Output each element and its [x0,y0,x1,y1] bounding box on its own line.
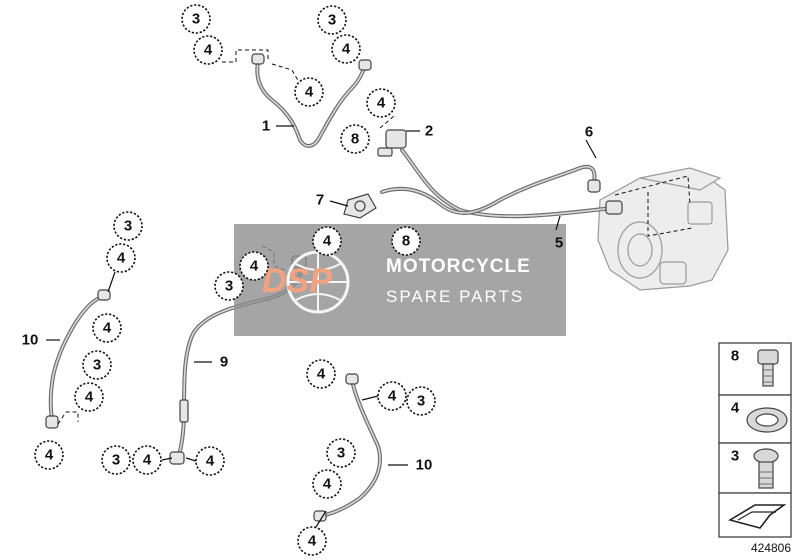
svg-text:4: 4 [143,452,152,469]
dash-guide-1b [271,63,301,85]
svg-text:4: 4 [323,476,332,493]
svg-text:4: 4 [45,447,54,464]
part-label-1: 1 [262,118,270,135]
callout-4: 4 [366,88,396,118]
svg-text:3: 3 [93,357,101,374]
dash-guide-10a [57,411,79,425]
holder-7[interactable] [343,193,377,219]
svg-text:4: 4 [204,42,213,59]
svg-text:3: 3 [124,218,132,235]
svg-text:4: 4 [85,389,94,406]
part-label-5: 5 [555,235,563,252]
callout-3: 3 [406,386,436,416]
svg-text:3: 3 [417,393,425,410]
callout-4: 4 [239,251,269,281]
svg-text:4: 4 [388,388,397,405]
callout-4: 4 [195,446,225,476]
callout-4: 4 [34,440,64,470]
callout-3: 3 [82,350,112,380]
callout-4: 4 [331,34,361,64]
callout-leaders [107,271,379,528]
callout-4: 4 [312,226,342,256]
callout-4: 4 [377,381,407,411]
svg-text:3: 3 [192,11,200,28]
svg-text:3: 3 [112,452,120,469]
part-label-10-bottom: 10 [416,457,433,474]
svg-text:4: 4 [250,258,259,275]
legend-item-8 [718,342,792,396]
legend-panel: 8 4 3 [718,342,792,538]
watermark-line-1: MOTORCYCLE [386,256,531,277]
diagram-number: 424806 [751,541,791,555]
svg-text:3: 3 [225,278,233,295]
svg-text:4: 4 [317,366,326,383]
svg-text:4: 4 [377,95,386,112]
dash-guide-1 [222,49,269,63]
callout-4: 4 [297,526,327,556]
svg-text:4: 4 [206,453,215,470]
svg-text:8: 8 [351,131,359,148]
svg-text:4: 4 [308,533,317,550]
part-label-9: 9 [220,354,228,371]
part-label-7: 7 [316,192,324,209]
svg-text:4: 4 [323,233,332,250]
callout-3: 3 [101,445,131,475]
legend-number-8: 8 [731,348,739,365]
hex-socket-bolt-icon [757,349,779,387]
svg-text:4: 4 [103,320,112,337]
callout-4: 4 [306,359,336,389]
part-label-6: 6 [585,124,593,141]
part-label-10-left: 10 [22,332,39,349]
brake-hose-10-left[interactable] [45,289,111,429]
abs-pressure-modulator [597,167,729,291]
callout-3: 3 [113,211,143,241]
svg-text:3: 3 [328,12,336,29]
banjo-bolt-icon [753,448,779,489]
callout-4: 4 [132,445,162,475]
sealing-ring-icon [746,407,788,433]
watermark-line-2: SPARE PARTS [386,287,524,306]
brake-line-6[interactable] [380,164,601,215]
callout-3: 3 [317,5,347,35]
callout-4: 4 [106,243,136,273]
legend-number-3: 3 [731,448,739,465]
svg-text:4: 4 [117,250,126,267]
callout-4: 4 [312,469,342,499]
callout-3: 3 [181,4,211,34]
callout-8: 8 [391,226,421,256]
distribution-piece-2[interactable] [377,115,407,157]
svg-text:4: 4 [342,41,351,58]
callout-8: 8 [340,124,370,154]
watermark-logo: DSP [262,262,332,300]
callout-3: 3 [326,438,356,468]
legend-number-4: 4 [731,400,740,417]
callout-4: 4 [74,382,104,412]
brake-hose-1[interactable] [251,53,372,148]
svg-text:8: 8 [402,233,410,250]
arrow-icon[interactable] [727,504,787,529]
svg-text:4: 4 [305,84,314,101]
legend-item-3 [718,442,792,494]
part-label-2: 2 [425,123,433,140]
callout-4: 4 [294,77,324,107]
leader-lines [46,125,597,466]
callout-3: 3 [214,271,244,301]
callout-4: 4 [193,35,223,65]
callout-4: 4 [92,313,122,343]
svg-text:3: 3 [337,445,345,462]
